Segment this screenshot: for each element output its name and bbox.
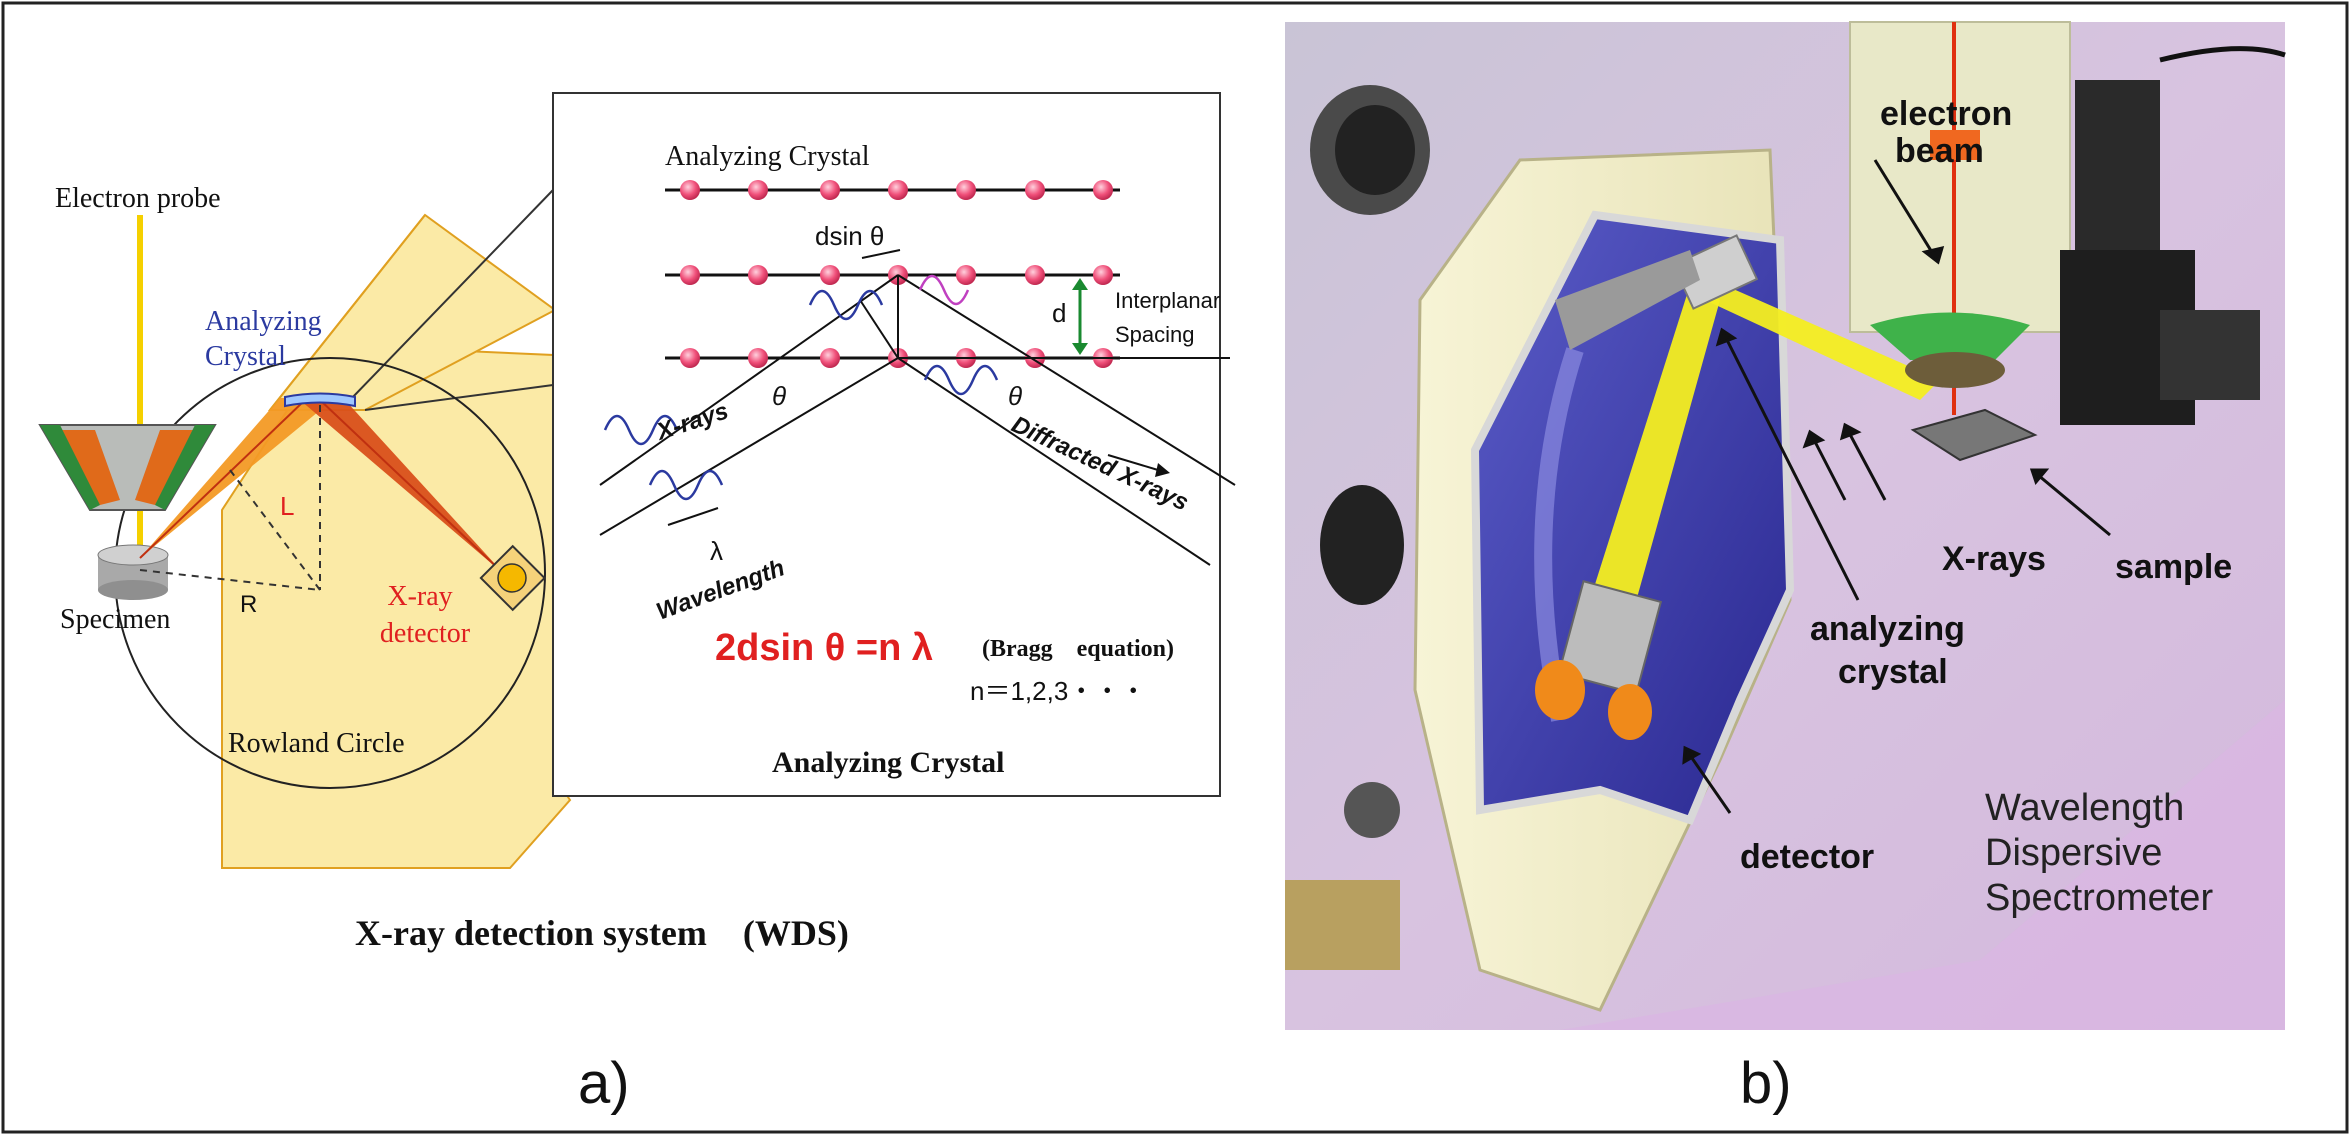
electron-beam-label-1: electron <box>1880 95 2012 133</box>
xray-detector-label-1: X-ray <box>387 581 452 612</box>
R-label: R <box>240 591 257 618</box>
theta-left: θ <box>772 381 786 411</box>
analyzing-crystal-inset: Analyzing Crystal dsin θ d Interplanar S… <box>552 92 1236 797</box>
xray-paths <box>599 274 1236 566</box>
xrays-label-b: X-rays <box>1942 540 2046 578</box>
bragg-equation-label: (Bragg equation) <box>982 636 1174 662</box>
atom-row-2 <box>680 265 1113 285</box>
xray-detector-label-2: detector <box>380 618 471 649</box>
atom-row-1 <box>680 180 1113 200</box>
L-label: L <box>280 491 294 521</box>
incident-xray-fan <box>140 398 335 558</box>
d-label: d <box>1052 298 1066 328</box>
camera-unit <box>2060 46 2286 425</box>
lambda-label: λ <box>710 536 723 566</box>
wds-title-1: Wavelength <box>1985 787 2184 829</box>
analyzing-crystal-label-b2: crystal <box>1838 653 1948 691</box>
wave-diffracted <box>923 364 999 396</box>
panel-b-pointers <box>1682 159 2111 814</box>
theta-right: θ <box>1008 381 1022 411</box>
green-detectors <box>1870 312 2030 360</box>
wds-title-2: Dispersive <box>1985 832 2162 874</box>
panel-b: electron beam X-rays sample analyzing cr… <box>1285 21 2286 1030</box>
analyzing-crystal-label-b1: analyzing <box>1810 610 1965 648</box>
detector-label: detector <box>1740 838 1874 876</box>
port-low-left <box>1344 782 1400 838</box>
xray-detector <box>479 544 546 612</box>
sample-label: sample <box>2115 548 2232 586</box>
panel-a: Electron probe Analyzing Crystal L R Spe… <box>38 92 1236 953</box>
xray-beam-to-detector <box>1590 285 1720 605</box>
diffracted-xray-fan <box>300 400 505 575</box>
interplanar-label-1: Interplanar <box>1115 288 1220 313</box>
sublabel-a: a) <box>578 1051 630 1116</box>
wave-incident-upper <box>808 289 884 321</box>
wave-xray-1 <box>603 414 679 446</box>
electron-column <box>1849 21 2071 333</box>
dsin-label: dsin θ <box>815 221 884 251</box>
bragg-equation: 2dsin θ =n λ <box>715 627 933 669</box>
electron-beam-label-2: beam <box>1895 132 1984 170</box>
inset-analyzing-crystal-top: Analyzing Crystal <box>665 141 870 172</box>
sublabel-b: b) <box>1740 1051 1792 1116</box>
rowland-circle-label: Rowland Circle <box>228 728 405 759</box>
specimen-label: Specimen <box>60 604 170 635</box>
pole-piece <box>38 424 217 511</box>
sample-block <box>1910 408 2038 462</box>
beam-aperture <box>1930 130 1980 160</box>
electron-probe-label: Electron probe <box>55 183 221 214</box>
port-mid-left <box>1320 485 1404 605</box>
analyzing-crystal-label-2: Crystal <box>205 341 286 372</box>
analyzing-crystal-element <box>284 392 356 408</box>
specimen <box>97 544 169 600</box>
interplanar-label-2: Spacing <box>1115 322 1195 347</box>
xray-beam-to-crystal <box>1690 270 1940 400</box>
analyzing-crystal-label-1: Analyzing <box>205 306 322 337</box>
wave-xray-2 <box>648 469 724 501</box>
panel-a-caption: X-ray detection system (WDS) <box>355 913 849 953</box>
callout-line <box>364 384 554 411</box>
analyzing-crystal-assembly <box>1555 234 1759 350</box>
detector-assembly <box>1535 580 1663 740</box>
inset-caption: Analyzing Crystal <box>772 746 1005 779</box>
cable-connector <box>1285 880 1400 970</box>
wave-pink <box>918 274 970 306</box>
wds-title-3: Spectrometer <box>1985 877 2213 919</box>
n-values: n＝1,2,3・・・ <box>970 676 1146 706</box>
